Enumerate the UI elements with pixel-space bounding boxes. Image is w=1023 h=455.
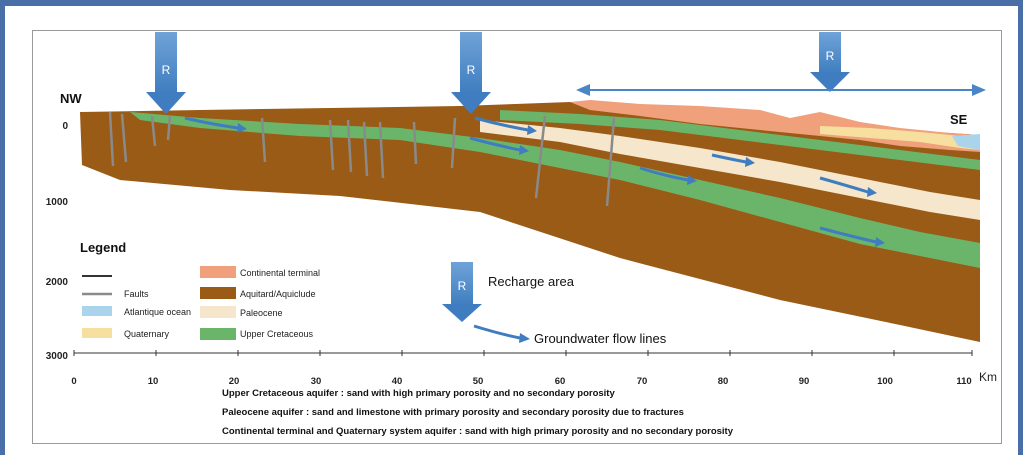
note-upper-cretaceous: Upper Cretaceous aquifer : sand with hig… (222, 388, 615, 399)
distance-unit-label: Km (979, 370, 997, 384)
legend-label-aquitard: Aquitard/Aquiclude (240, 289, 316, 299)
arrowhead (875, 237, 885, 247)
depth-tick-label: 2000 (46, 277, 69, 288)
depth-tick-label: 3000 (46, 351, 69, 362)
legend-swatch-quaternary (82, 328, 112, 338)
depth-tick-label: 1000 (46, 197, 69, 208)
distance-tick-label: 110 (956, 376, 971, 387)
continental-terminal-layer (570, 100, 980, 152)
legend-title: Legend (80, 240, 126, 255)
fault-line (378, 121, 385, 179)
depth-tick-label: 0 (62, 121, 68, 132)
legend-swatch-aquitard (200, 287, 236, 299)
arrowhead (745, 157, 755, 167)
fault-line (534, 115, 547, 199)
flow-arrow (184, 116, 239, 130)
recharge-arrow: R (146, 32, 186, 114)
flow-arrow (819, 226, 877, 244)
frame-top-border (0, 0, 1023, 6)
flow-arrowheads (237, 123, 885, 247)
distance-tick-label: 50 (473, 376, 484, 387)
recharge-label: R (458, 279, 467, 293)
fault-line (450, 117, 457, 169)
recharge-arrow: R (810, 32, 850, 92)
fault-line (346, 119, 353, 173)
legend-groundwater-flow-label: Groundwater flow lines (534, 331, 667, 346)
nw-label: NW (60, 91, 82, 106)
distance-tick-label: 60 (555, 376, 566, 387)
atlantic-ocean-layer (952, 134, 980, 150)
fault-line (150, 115, 157, 147)
legend-label-upper-cretaceous: Upper Cretaceous (240, 329, 314, 339)
legend-label-quaternary: Quaternary (124, 329, 170, 339)
flow-arrow (474, 116, 529, 132)
frame-left-border (0, 0, 5, 455)
fault-line (605, 117, 616, 207)
fault-line (260, 117, 267, 163)
recharge-label: R (467, 63, 476, 77)
legend-recharge-area-label: Recharge area (488, 274, 575, 289)
legend-flow-arrow (473, 324, 521, 340)
groundwater-flow-arrows (184, 116, 877, 244)
legend-swatch-atlantic (82, 306, 112, 316)
recharge-extent-arrow (576, 84, 986, 96)
quaternary-layer (820, 126, 980, 150)
distance-tick-label: 20 (229, 376, 240, 387)
upper-cretaceous-upper-band (500, 110, 980, 170)
arrowhead (867, 187, 877, 197)
legend-flow-arrowhead (519, 333, 530, 343)
flow-arrow (469, 136, 521, 152)
distance-tick-label: 30 (311, 376, 322, 387)
legend-label-continental: Continental terminal (240, 268, 320, 278)
arrowhead (519, 145, 529, 155)
fault-line (108, 111, 115, 167)
arrowhead (687, 175, 697, 185)
paleocene-layer (480, 120, 980, 220)
upper-cretaceous-layer (130, 112, 980, 268)
distance-tick-label: 100 (877, 376, 893, 387)
legend-recharge-arrow: R (442, 262, 482, 322)
note-paleocene: Paleocene aquifer : sand and limestone w… (222, 407, 684, 418)
arrowhead (237, 123, 247, 133)
legend-label-paleocene: Paleocene (240, 308, 283, 318)
distance-tick-label: 80 (718, 376, 729, 387)
legend-label-atlantic: Atlantique ocean (124, 307, 191, 317)
frame-right-border (1018, 0, 1023, 455)
figure-panel (32, 30, 1002, 444)
fault-line (412, 121, 418, 165)
flow-arrow (711, 153, 747, 164)
distance-tick-label: 0 (71, 376, 76, 387)
distance-tick-label: 70 (637, 376, 648, 387)
distance-tick-label: 40 (392, 376, 403, 387)
arrowhead (527, 125, 537, 135)
legend-swatch-upper-cretaceous (200, 328, 236, 340)
fault-line (328, 119, 335, 171)
distance-axis-ticks (73, 350, 973, 356)
recharge-label: R (826, 49, 835, 63)
fault-lines (108, 111, 616, 207)
distance-tick-label: 90 (799, 376, 810, 387)
note-continental-terminal: Continental terminal and Quaternary syst… (222, 426, 733, 437)
legend-swatch-continental (200, 266, 236, 278)
recharge-label: R (162, 63, 171, 77)
flow-arrow (819, 176, 869, 194)
fault-line (362, 121, 369, 177)
flow-arrow (639, 166, 689, 182)
legend-label-faults: Faults (124, 289, 149, 299)
fault-line (120, 113, 128, 163)
se-label: SE (950, 112, 968, 127)
legend-swatch-paleocene (200, 306, 236, 318)
distance-tick-label: 10 (148, 376, 159, 387)
fault-line (166, 115, 172, 141)
recharge-arrow: R (451, 32, 491, 114)
